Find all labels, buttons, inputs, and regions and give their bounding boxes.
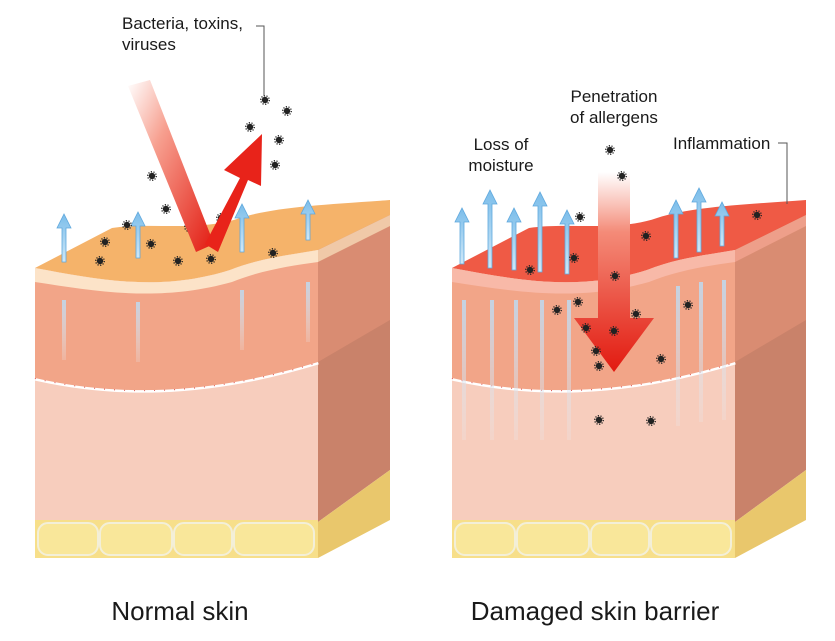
- moisture-label-line1: Loss of: [473, 135, 529, 154]
- normal-skin-caption: Normal skin: [111, 596, 249, 626]
- normal-moisture-arrows: [56, 199, 316, 263]
- damaged-allergen-arrow: [574, 172, 654, 372]
- moisture-loss-label: Loss of moisture: [455, 134, 547, 176]
- normal-dermis: [35, 362, 318, 520]
- damaged-skin-block: [451, 142, 806, 558]
- normal-stratum-corneum: [35, 250, 318, 294]
- damaged-skin-caption: Damaged skin barrier: [470, 596, 720, 626]
- allergen-label: Penetration of allergens: [557, 86, 671, 128]
- normal-skin-block: [34, 25, 390, 558]
- damaged-dermis: [452, 362, 735, 520]
- allergen-label-line2: of allergens: [570, 108, 658, 127]
- threat-label-line2: viruses: [122, 35, 176, 54]
- normal-fat-cells: [37, 522, 315, 556]
- normal-water-channels: [62, 282, 310, 362]
- allergen-label-line1: Penetration: [570, 87, 658, 106]
- normal-threat-arrow-out: [205, 134, 262, 252]
- damaged-moisture-arrows: [454, 187, 730, 275]
- normal-side-fat: [318, 470, 390, 558]
- damaged-water-channels: [462, 280, 726, 440]
- damaged-stratum-corneum: [452, 250, 735, 294]
- inflammation-leader: [778, 142, 788, 204]
- damaged-fat-cells: [454, 522, 732, 556]
- threat-label: Bacteria, toxins, viruses: [122, 13, 243, 55]
- normal-threat-arrow-in: [128, 80, 214, 252]
- normal-threat-leader: [256, 25, 265, 96]
- damaged-side-fat: [735, 470, 806, 558]
- moisture-label-line2: moisture: [468, 156, 534, 175]
- inflammation-label: Inflammation: [673, 134, 771, 153]
- threat-label-line1: Bacteria, toxins,: [122, 14, 243, 33]
